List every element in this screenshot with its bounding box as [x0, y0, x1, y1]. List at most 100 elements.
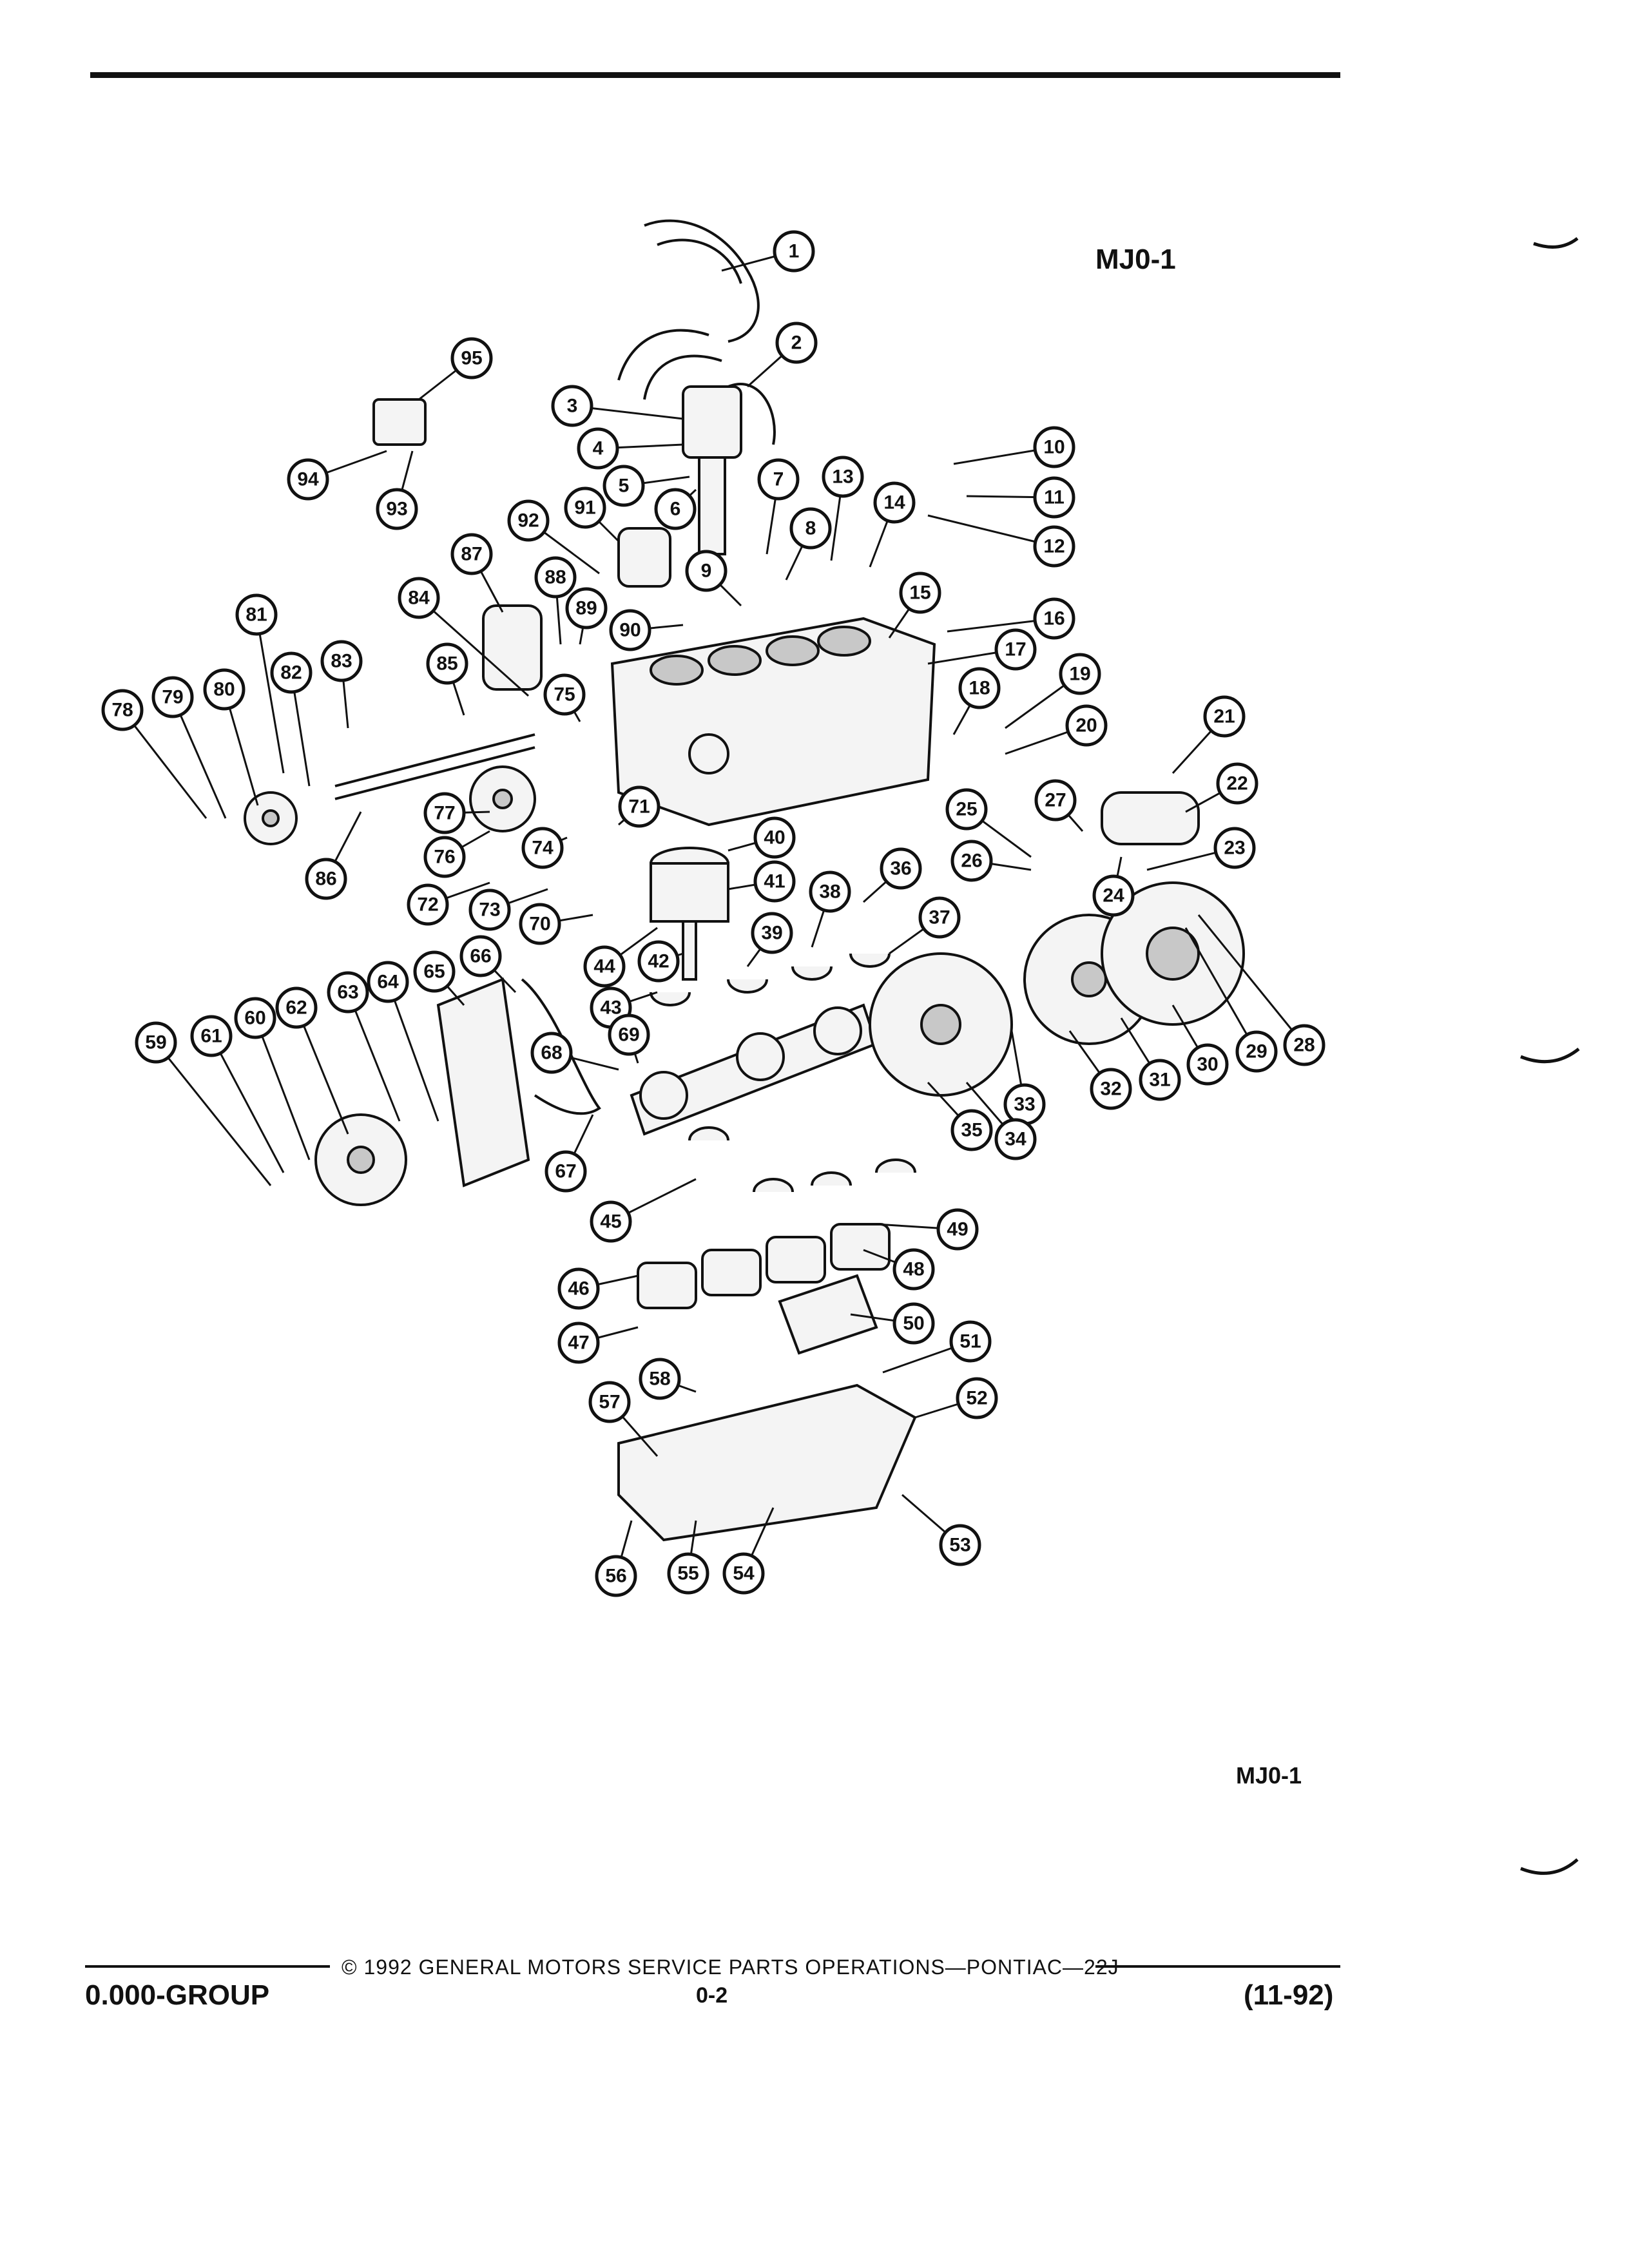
svg-text:30: 30: [1197, 1054, 1218, 1075]
crank-pulley: [314, 1113, 407, 1206]
fuel-pump: [617, 527, 671, 588]
piston: [650, 847, 729, 923]
svg-text:82: 82: [280, 662, 302, 684]
svg-text:44: 44: [593, 956, 615, 977]
svg-text:85: 85: [436, 653, 458, 675]
callout-67: 67: [545, 1150, 587, 1193]
callout-83: 83: [320, 640, 363, 682]
svg-text:67: 67: [555, 1161, 576, 1182]
callout-49: 49: [936, 1208, 979, 1251]
svg-text:79: 79: [162, 687, 183, 708]
callout-19: 19: [1059, 653, 1101, 695]
svg-text:2: 2: [791, 332, 802, 354]
svg-text:54: 54: [733, 1563, 755, 1584]
svg-text:15: 15: [909, 582, 930, 604]
distributor: [682, 385, 742, 555]
callout-41: 41: [753, 860, 796, 903]
leader-line-81: [255, 614, 285, 774]
svg-text:50: 50: [903, 1313, 924, 1334]
svg-text:81: 81: [246, 604, 267, 626]
callout-82: 82: [270, 651, 313, 694]
svg-text:14: 14: [883, 492, 905, 514]
callout-59: 59: [135, 1021, 177, 1064]
callout-80: 80: [203, 668, 246, 711]
svg-text:88: 88: [545, 567, 566, 588]
callout-24: 24: [1092, 874, 1135, 917]
leader-line-79: [171, 697, 227, 819]
callout-40: 40: [753, 816, 796, 859]
footer-rule-left: [85, 1965, 330, 1968]
leader-line-29: [1184, 927, 1258, 1052]
oil-pump: [778, 1274, 878, 1355]
callout-61: 61: [190, 1015, 233, 1057]
callout-60: 60: [234, 997, 276, 1039]
svg-text:78: 78: [111, 700, 133, 721]
callout-18: 18: [958, 667, 1001, 709]
callout-8: 8: [789, 507, 832, 550]
svg-text:11: 11: [1044, 487, 1065, 508]
oil-filter: [482, 604, 543, 691]
svg-text:64: 64: [377, 972, 399, 993]
svg-text:13: 13: [832, 466, 853, 488]
footer-date: (11-92): [1244, 1979, 1334, 2011]
svg-text:91: 91: [574, 497, 595, 519]
svg-text:3: 3: [567, 396, 578, 417]
svg-text:16: 16: [1043, 608, 1065, 629]
camshaft: [334, 733, 535, 800]
timing-sprocket: [469, 765, 536, 832]
callout-55: 55: [667, 1552, 709, 1595]
water-pump: [244, 791, 298, 845]
callout-73: 73: [468, 889, 511, 931]
leader-line-28: [1197, 914, 1306, 1046]
svg-text:33: 33: [1014, 1094, 1035, 1115]
svg-text:5: 5: [619, 476, 630, 497]
callout-93: 93: [376, 488, 418, 530]
leader-line-78: [121, 709, 207, 819]
svg-text:59: 59: [145, 1032, 166, 1053]
svg-text:43: 43: [600, 997, 621, 1019]
callout-2: 2: [775, 322, 818, 364]
bearing-shells: [650, 953, 916, 1193]
svg-text:86: 86: [315, 869, 336, 890]
callout-95: 95: [450, 337, 493, 380]
callout-30: 30: [1186, 1043, 1229, 1086]
callout-6: 6: [654, 488, 697, 530]
svg-text:29: 29: [1246, 1041, 1267, 1062]
binder-mark-bottom: [1520, 1858, 1579, 1875]
callout-85: 85: [426, 642, 468, 685]
callout-5: 5: [602, 465, 645, 507]
engine-block: [610, 617, 936, 827]
svg-text:58: 58: [649, 1369, 670, 1390]
leader-line-59: [155, 1042, 272, 1186]
callout-74: 74: [521, 827, 564, 869]
callout-94: 94: [287, 458, 329, 501]
svg-text:84: 84: [408, 588, 430, 609]
callout-65: 65: [413, 950, 456, 993]
coil-bracket: [372, 398, 427, 446]
svg-text:71: 71: [628, 796, 650, 818]
svg-text:75: 75: [554, 684, 575, 706]
top-rule: [90, 72, 1340, 78]
svg-text:23: 23: [1224, 838, 1245, 859]
callout-75: 75: [543, 673, 586, 716]
oil-pan: [617, 1383, 917, 1542]
callout-17: 17: [994, 628, 1037, 671]
svg-text:20: 20: [1075, 715, 1097, 736]
callout-68: 68: [530, 1032, 573, 1074]
svg-text:42: 42: [648, 951, 669, 972]
callout-33: 33: [1003, 1083, 1046, 1126]
callout-76: 76: [423, 836, 466, 878]
leader-line-63: [347, 992, 401, 1122]
callout-12: 12: [1033, 525, 1075, 568]
svg-text:94: 94: [297, 469, 319, 490]
callout-38: 38: [809, 870, 851, 913]
callout-26: 26: [950, 840, 993, 882]
callout-52: 52: [956, 1377, 998, 1419]
footer-page: 0-2: [696, 1983, 728, 2008]
callout-46: 46: [557, 1267, 600, 1310]
footer-copyright: © 1992 GENERAL MOTORS SERVICE PARTS OPER…: [342, 1956, 1119, 1979]
callout-53: 53: [939, 1524, 981, 1566]
callout-84: 84: [398, 577, 440, 619]
callout-87: 87: [450, 533, 493, 575]
